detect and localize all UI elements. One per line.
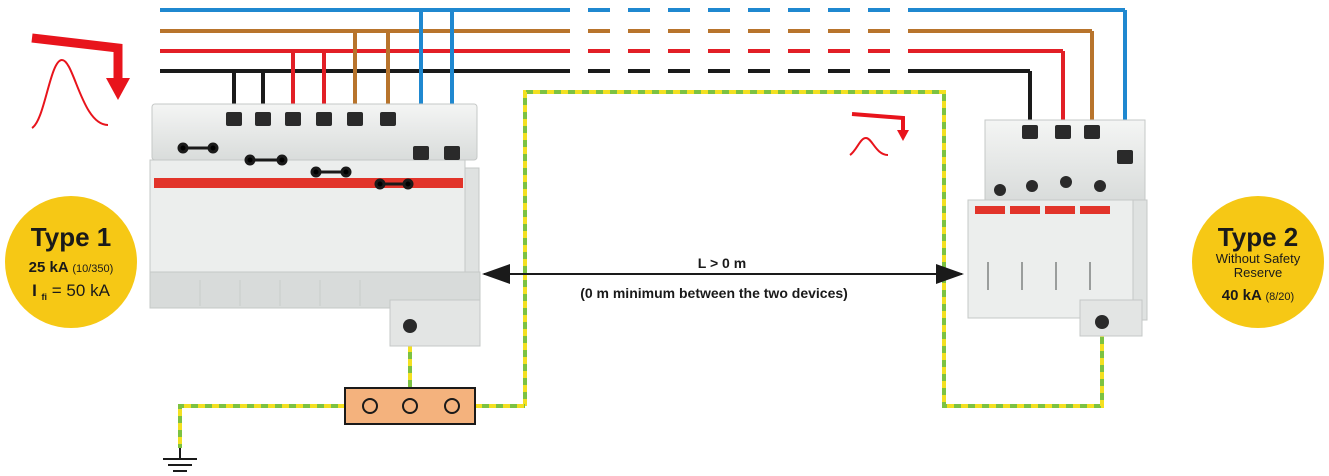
type2-line1: Without Safety (1216, 251, 1301, 266)
earth-terminal-block (345, 388, 475, 424)
surge-arrow-small-icon (850, 114, 909, 155)
ground-symbol-icon (163, 448, 197, 471)
distance-label: L > 0 m (698, 255, 746, 271)
type1-spd-device (150, 104, 480, 346)
type2-line2: Reserve (1234, 265, 1282, 280)
terminal-screw (445, 399, 459, 413)
earth-block-to-ground (180, 406, 345, 448)
distance-indicator: L > 0 m (0 m minimum between the two dev… (484, 255, 962, 301)
terminal-screw (403, 399, 417, 413)
distance-note: (0 m minimum between the two devices) (580, 285, 848, 301)
surge-arrow-icon (32, 38, 130, 128)
type2-spd-device (968, 120, 1147, 336)
type1-title: Type 1 (31, 222, 111, 252)
terminal-screw (363, 399, 377, 413)
supply-lines (160, 10, 1125, 71)
type1-badge: Type 1 25 kA (10/350) I fi = 50 kA (5, 196, 137, 328)
type2-title: Type 2 (1218, 222, 1298, 252)
type2-badge: Type 2 Without Safety Reserve 40 kA (8/2… (1192, 196, 1324, 328)
